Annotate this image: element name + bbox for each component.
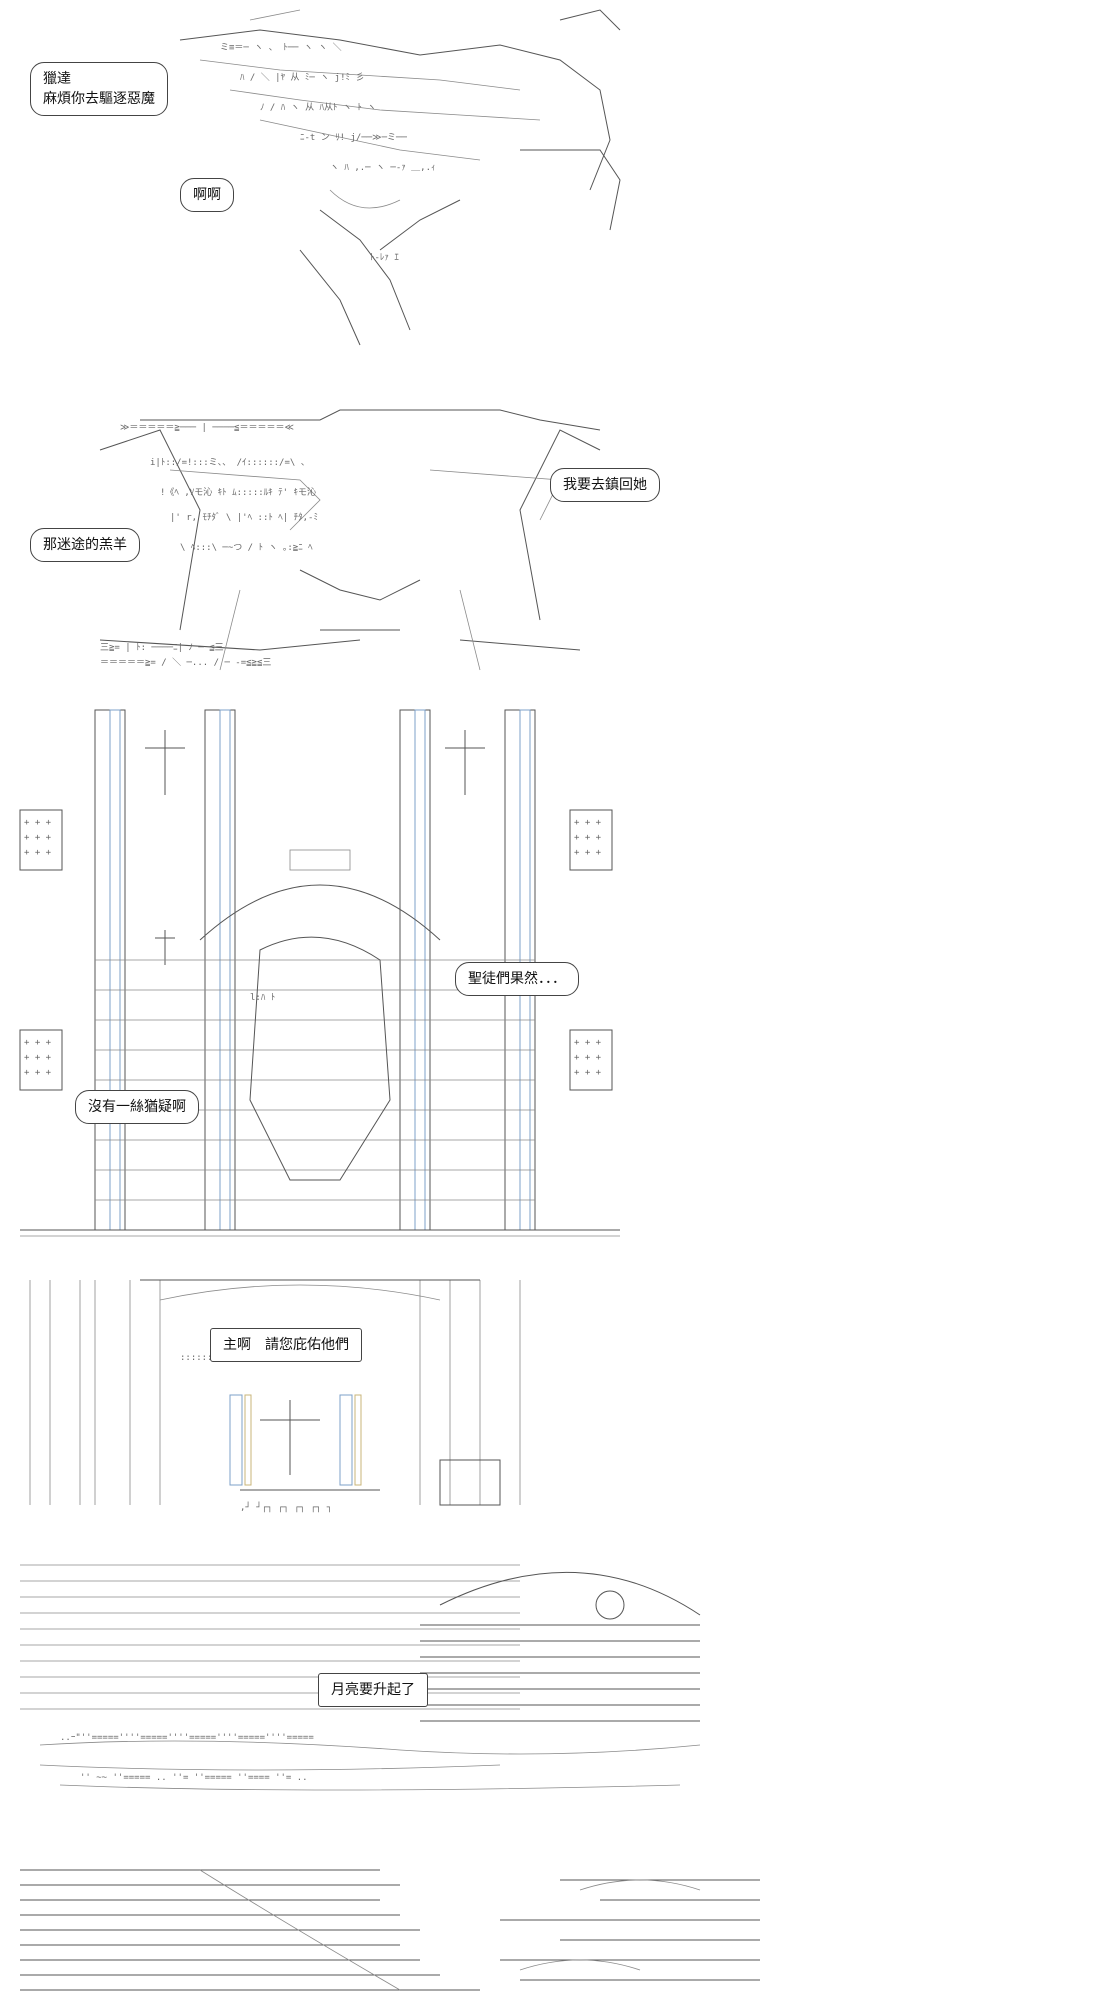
panel-3-ascii-art: + + + + + + + + + + + + + + + + + + + + … <box>19 709 620 1237</box>
bubble-line: 那迷途的羔羊 <box>43 537 127 553</box>
svg-text:+ + +: + + + <box>24 848 52 858</box>
panel-2-ascii-art: ≫＝＝＝＝＝≧─── | ────≦＝＝＝＝＝≪ i|ﾄ::/=!:::ミ、、 … <box>99 409 601 671</box>
svg-text:ﾆ-t ン ﾘ! j/──≫─ミ──: ﾆ-t ン ﾘ! j/──≫─ミ── <box>300 133 407 143</box>
panel-4-church-interior: ,┘ ┘┌┐ ┌┐ ┌┐ ┌┐ ┐ :::::::: : ::: :::::::… <box>0 1260 1100 1520</box>
moon-icon <box>439 1571 701 1620</box>
speech-bubble: 啊啊 <box>180 178 234 212</box>
speech-bubble: 獵達 麻煩你去驅逐惡魔 <box>30 62 168 116</box>
bubble-line: 月亮要升起了 <box>331 1682 415 1698</box>
cross-icon <box>155 930 175 965</box>
svg-text:l:ﾊ ﾄ /rVi ミ=vs ﾐ ﾐ ﾐ: l:ﾊ ﾄ /rVi ミ=vs ﾐ ﾐ ﾐ=/ ﾐﾐ ∠ <box>250 993 275 1003</box>
svg-text:ﾊ / ＼ |ﾔ 从 ﾐ─ ヽ j!ﾐ 彡: ﾊ / ＼ |ﾔ 从 ﾐ─ ヽ j!ﾐ 彡 <box>240 72 364 83</box>
svg-text:+ + +: + + + <box>24 1068 52 1078</box>
panel-6-landscape <box>0 1860 1100 2000</box>
svg-text:|' r, ﾓﾁﾀﾞ \ |'ﾍ ::ﾄ ﾍ| ﾁﾀ,-ﾐ: |' r, ﾓﾁﾀﾞ \ |'ﾍ ::ﾄ ﾍ| ﾁﾀ,-ﾐ <box>170 512 318 523</box>
panel-3-cathedral: + + + + + + + + + + + + + + + + + + + + … <box>0 700 1100 1245</box>
svg-text:+ + +: + + + <box>574 833 602 843</box>
bubble-line: 沒有一絲猶疑啊 <box>88 1099 186 1115</box>
svg-text:≫＝＝＝＝＝≧─── | ────≦＝＝＝＝＝≪: ≫＝＝＝＝＝≧─── | ────≦＝＝＝＝＝≪ <box>120 423 294 433</box>
panel-4-ascii-art: ,┘ ┘┌┐ ┌┐ ┌┐ ┌┐ ┐ :::::::: : ::: :::::::… <box>29 1279 521 1513</box>
svg-text:,┘ ┘┌┐ ┌┐ ┌┐ ┌┐ ┐: ,┘ ┘┌┐ ┌┐ ┌┐ ┌┐ ┐ <box>240 1501 332 1513</box>
svg-text:+ + +: + + + <box>574 1053 602 1063</box>
cross-icon <box>260 1400 320 1475</box>
svg-text:..ｰ"''=====''''=====''''=====': ..ｰ"''=====''''=====''''=====''''=====''… <box>60 1733 314 1743</box>
svg-text:ﾄ-ﾚｧ ｴ: ﾄ-ﾚｧ ｴ <box>370 253 399 263</box>
speech-bubble: 月亮要升起了 <box>318 1673 428 1707</box>
svg-text:+ + +: + + + <box>574 848 602 858</box>
svg-text:ミ≡＝─ ヽ 、 ﾄ── ヽ ヽ ＼: ミ≡＝─ ヽ 、 ﾄ── ヽ ヽ ＼ <box>220 42 342 53</box>
bubble-line: 啊啊 <box>193 187 221 203</box>
svg-text:\ ﾍ:::\ ─~つ / ﾄ ヽ ｡:≧ﾆ ﾍ: \ ﾍ:::\ ─~つ / ﾄ ヽ ｡:≧ﾆ ﾍ <box>180 543 313 553</box>
cross-icon <box>145 730 185 795</box>
svg-text:三≧= | ﾄ: ────ﾆ| ﾉ ─ ≦三: 三≧= | ﾄ: ────ﾆ| ﾉ ─ ≦三 <box>100 643 224 653</box>
bubble-line: 聖徒們果然．．． <box>468 971 566 987</box>
svg-text:＝＝＝＝＝≧= / ＼ ─... / ─ -=≦≧≦三: ＝＝＝＝＝≧= / ＼ ─... / ─ -=≦≧≦三 <box>100 657 271 668</box>
svg-text:'' ~~ ''===== .. ''= ''=====: '' ~~ ''===== .. ''= ''===== ''==== ''= … <box>80 1773 308 1783</box>
panel-2-two-figures: ≫＝＝＝＝＝≧─── | ────≦＝＝＝＝＝≪ i|ﾄ::/=!:::ミ、、 … <box>0 390 1100 680</box>
speech-bubble: 聖徒們果然．．． <box>455 962 579 996</box>
speech-bubble: 我要去鎮回她 <box>550 468 660 502</box>
svg-text:+ + +: + + + <box>24 1038 52 1048</box>
svg-text:ﾉ / ﾊ ヽ 从 ﾊ从ﾄ ヽ ﾄ ヽ: ﾉ / ﾊ ヽ 从 ﾊ从ﾄ ヽ ﾄ ヽ <box>260 102 376 113</box>
svg-text:+ + +: + + + <box>574 1038 602 1048</box>
bubble-line: 獵達 <box>43 71 71 87</box>
panel-5-ascii-art: ..ｰ"''=====''''=====''''=====''''=====''… <box>20 1564 701 1791</box>
speech-bubble: 那迷途的羔羊 <box>30 528 140 562</box>
svg-text:+ + +: + + + <box>24 1053 52 1063</box>
speech-bubble: 沒有一絲猶疑啊 <box>75 1090 199 1124</box>
panel-5-night-sky: ..ｰ"''=====''''=====''''=====''''=====''… <box>0 1545 1100 1845</box>
cross-icon <box>445 730 485 795</box>
svg-text:+ + +: + + + <box>574 818 602 828</box>
bubble-line: 麻煩你去驅逐惡魔 <box>43 91 155 107</box>
svg-text:+ + +: + + + <box>24 818 52 828</box>
svg-text:ヽ ﾊ ,.─ ヽ ─-ｧ ＿,.ｨ: ヽ ﾊ ,.─ ヽ ─-ｧ ＿,.ｨ <box>330 163 436 173</box>
panel-1-ascii-art: ミ≡＝─ ヽ 、 ﾄ── ヽ ヽ ＼ ﾊ / ＼ |ﾔ 从 ﾐ─ ヽ j!ﾐ 彡… <box>179 9 621 346</box>
svg-text:i|ﾄ::/=!:::ミ、、 /ｲ::::::/=\: i|ﾄ::/=!:::ミ、、 /ｲ::::::/=\ 、 <box>150 458 310 468</box>
svg-text:+ + +: + + + <box>574 1068 602 1078</box>
panel-6-ascii-art <box>20 1869 760 1991</box>
svg-text:+ + +: + + + <box>24 833 52 843</box>
panel-1-hunter-and-cat: ミ≡＝─ ヽ 、 ﾄ── ヽ ヽ ＼ ﾊ / ＼ |ﾔ 从 ﾐ─ ヽ j!ﾐ 彡… <box>0 0 1100 370</box>
bubble-line: 我要去鎮回她 <box>563 477 647 493</box>
bubble-line: 主啊 請您庇佑他們 <box>223 1337 349 1353</box>
speech-bubble: 主啊 請您庇佑他們 <box>210 1328 362 1362</box>
svg-text:!《ﾍ ,ｿモ沁 ｷﾄ ﾑ:::::ﾙｷ ﾃ' ｷモ沁: !《ﾍ ,ｿモ沁 ｷﾄ ﾑ:::::ﾙｷ ﾃ' ｷモ沁 <box>160 487 316 498</box>
